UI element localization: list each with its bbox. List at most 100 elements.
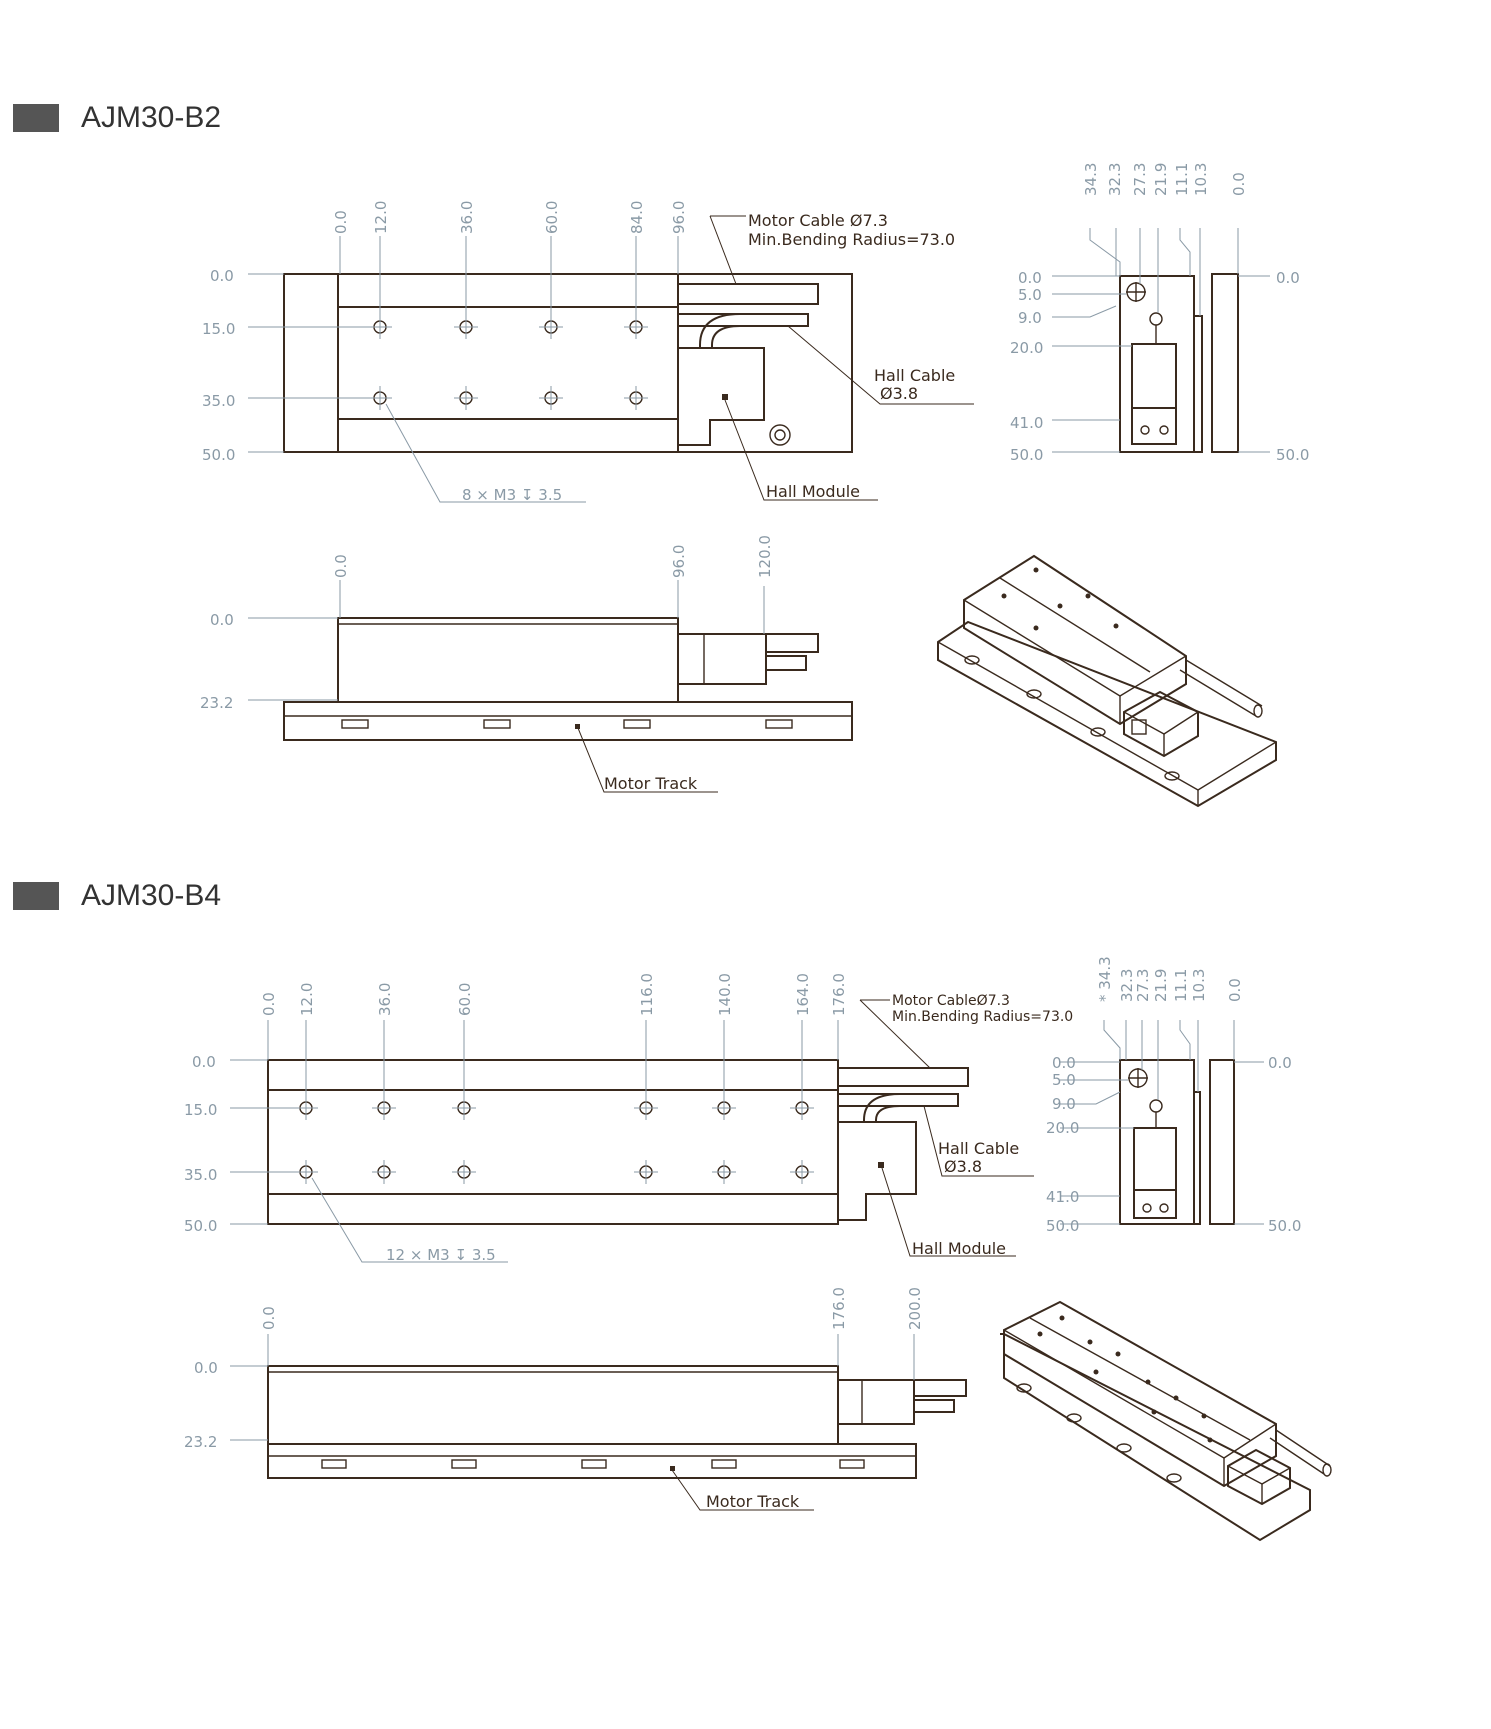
iso-carriage (1003, 1300, 1277, 1488)
dim-x: 0.0 (1230, 172, 1248, 196)
motor-track-label: Motor Track (706, 1492, 800, 1511)
dim-y: 0.0 (210, 267, 234, 285)
motor-cable-label: Motor Cable Ø7.3 (748, 211, 888, 230)
hall-module-side (837, 1379, 915, 1425)
end-rail (1211, 273, 1239, 453)
hall-cable (837, 1093, 959, 1107)
hall-cable (677, 313, 809, 327)
b4-isometric-view (1000, 1300, 1332, 1542)
motor-cable-side (913, 1379, 967, 1397)
dim-x: 32.3 (1118, 969, 1136, 1002)
b4-side-view: 0.0 176.0 200.0 0.0 23.2 Motor Track (184, 1287, 967, 1511)
bending-radius-label: Min.Bending Radius=73.0 (892, 1009, 1073, 1025)
b4-end-view: * 34.3 32.3 27.3 21.9 11.1 10.3 0.0 0.0 … (1046, 956, 1301, 1235)
title-marker (13, 882, 59, 910)
hall-sensor (1133, 1127, 1177, 1191)
iso-cables (1179, 659, 1263, 717)
dim-y: 50.0 (1268, 1217, 1301, 1235)
iso-track (937, 620, 1277, 808)
dim-x: 27.3 (1131, 163, 1149, 196)
dim-y: 50.0 (1010, 446, 1043, 464)
hall-cable-side (913, 1399, 955, 1413)
base-outline (283, 273, 853, 453)
iso-hall-module (1123, 690, 1199, 758)
dim-x: 21.9 (1152, 163, 1170, 196)
track-slots (321, 1459, 865, 1469)
hall-module-side (677, 633, 767, 685)
section-title-b2: AJM30-B2 (13, 101, 221, 135)
hall-cable-label: Hall Cable (874, 366, 955, 385)
dim-y: 50.0 (1046, 1217, 1079, 1235)
b4-top-view: 0.0 12.0 36.0 60.0 116.0 140.0 164.0 176… (184, 973, 1073, 1264)
dim-y: 35.0 (202, 392, 235, 410)
hall-module-label: Hall Module (912, 1239, 1006, 1258)
motor-track (283, 701, 853, 741)
dim-y: 50.0 (1276, 446, 1309, 464)
track-slots (341, 719, 793, 729)
title-marker (13, 104, 59, 132)
motor-cable-label: Motor CableØ7.3 (892, 993, 1010, 1009)
dim-x: 140.0 (716, 973, 734, 1016)
carriage-plate (337, 306, 679, 420)
motor-cable (837, 1067, 969, 1087)
dim-y: 15.0 (184, 1101, 217, 1119)
dim-x: 120.0 (756, 535, 774, 578)
hall-cable-dia: Ø3.8 (944, 1157, 982, 1176)
model-title: AJM30-B4 (81, 879, 222, 912)
dim-x: 0.0 (1226, 978, 1244, 1002)
dim-y: 41.0 (1010, 414, 1043, 432)
mounting-holes (368, 315, 648, 410)
dim-x: 60.0 (543, 201, 561, 234)
dim-y: 50.0 (184, 1217, 217, 1235)
b2-end-view: 34.3 32.3 27.3 21.9 11.1 10.3 0.0 0.0 5.… (1010, 163, 1309, 464)
dim-x: 0.0 (260, 1306, 278, 1330)
dim-x: 32.3 (1106, 163, 1124, 196)
dim-y: 9.0 (1052, 1095, 1076, 1113)
dim-y: 0.0 (210, 611, 234, 629)
dim-y: 5.0 (1052, 1071, 1076, 1089)
hole-row-2 (373, 391, 643, 405)
carriage-side (337, 617, 679, 703)
dim-y: 20.0 (1046, 1119, 1079, 1137)
b2-isometric-view (937, 554, 1277, 808)
hall-module-body (838, 1121, 917, 1221)
dim-x: 21.9 (1152, 969, 1170, 1002)
dim-y: 0.0 (1268, 1054, 1292, 1072)
dim-x: 60.0 (456, 983, 474, 1016)
dim-x: 164.0 (794, 973, 812, 1016)
dim-x: 11.1 (1172, 969, 1190, 1002)
dim-x: 12.0 (298, 983, 316, 1016)
dim-y: 35.0 (184, 1166, 217, 1184)
dim-y: 23.2 (184, 1433, 217, 1451)
bending-radius-label: Min.Bending Radius=73.0 (748, 230, 955, 249)
dim-y: 41.0 (1046, 1188, 1079, 1206)
iso-cables (1269, 1429, 1331, 1475)
dim-y: 50.0 (202, 446, 235, 464)
dim-x: 0.0 (332, 210, 350, 234)
hall-cable-dia: Ø3.8 (880, 384, 918, 403)
dim-y: 0.0 (1018, 269, 1042, 287)
dim-y: 0.0 (1276, 269, 1300, 287)
model-title: AJM30-B2 (81, 101, 222, 134)
dim-x: 36.0 (458, 201, 476, 234)
hall-cable-label: Hall Cable (938, 1139, 1019, 1158)
hole-row-1 (373, 320, 643, 334)
dim-x: 36.0 (376, 983, 394, 1016)
end-rail (1209, 1059, 1235, 1225)
dim-x: 10.3 (1192, 163, 1210, 196)
dim-x: 11.1 (1173, 163, 1191, 196)
dim-x: 84.0 (628, 201, 646, 234)
motor-track (267, 1443, 917, 1479)
dim-x: 96.0 (670, 545, 688, 578)
dim-x: 96.0 (670, 201, 688, 234)
hole-callout: 8 × M3 ↧ 3.5 (462, 486, 562, 504)
dim-x: 176.0 (830, 973, 848, 1016)
motor-cable (677, 283, 819, 305)
dim-y: 5.0 (1018, 286, 1042, 304)
dim-x: 0.0 (260, 992, 278, 1016)
motor-track-label: Motor Track (604, 774, 698, 793)
dim-x: 34.3 (1082, 163, 1100, 196)
dim-x: * 34.3 (1096, 956, 1114, 1002)
dim-y: 23.2 (200, 694, 233, 712)
